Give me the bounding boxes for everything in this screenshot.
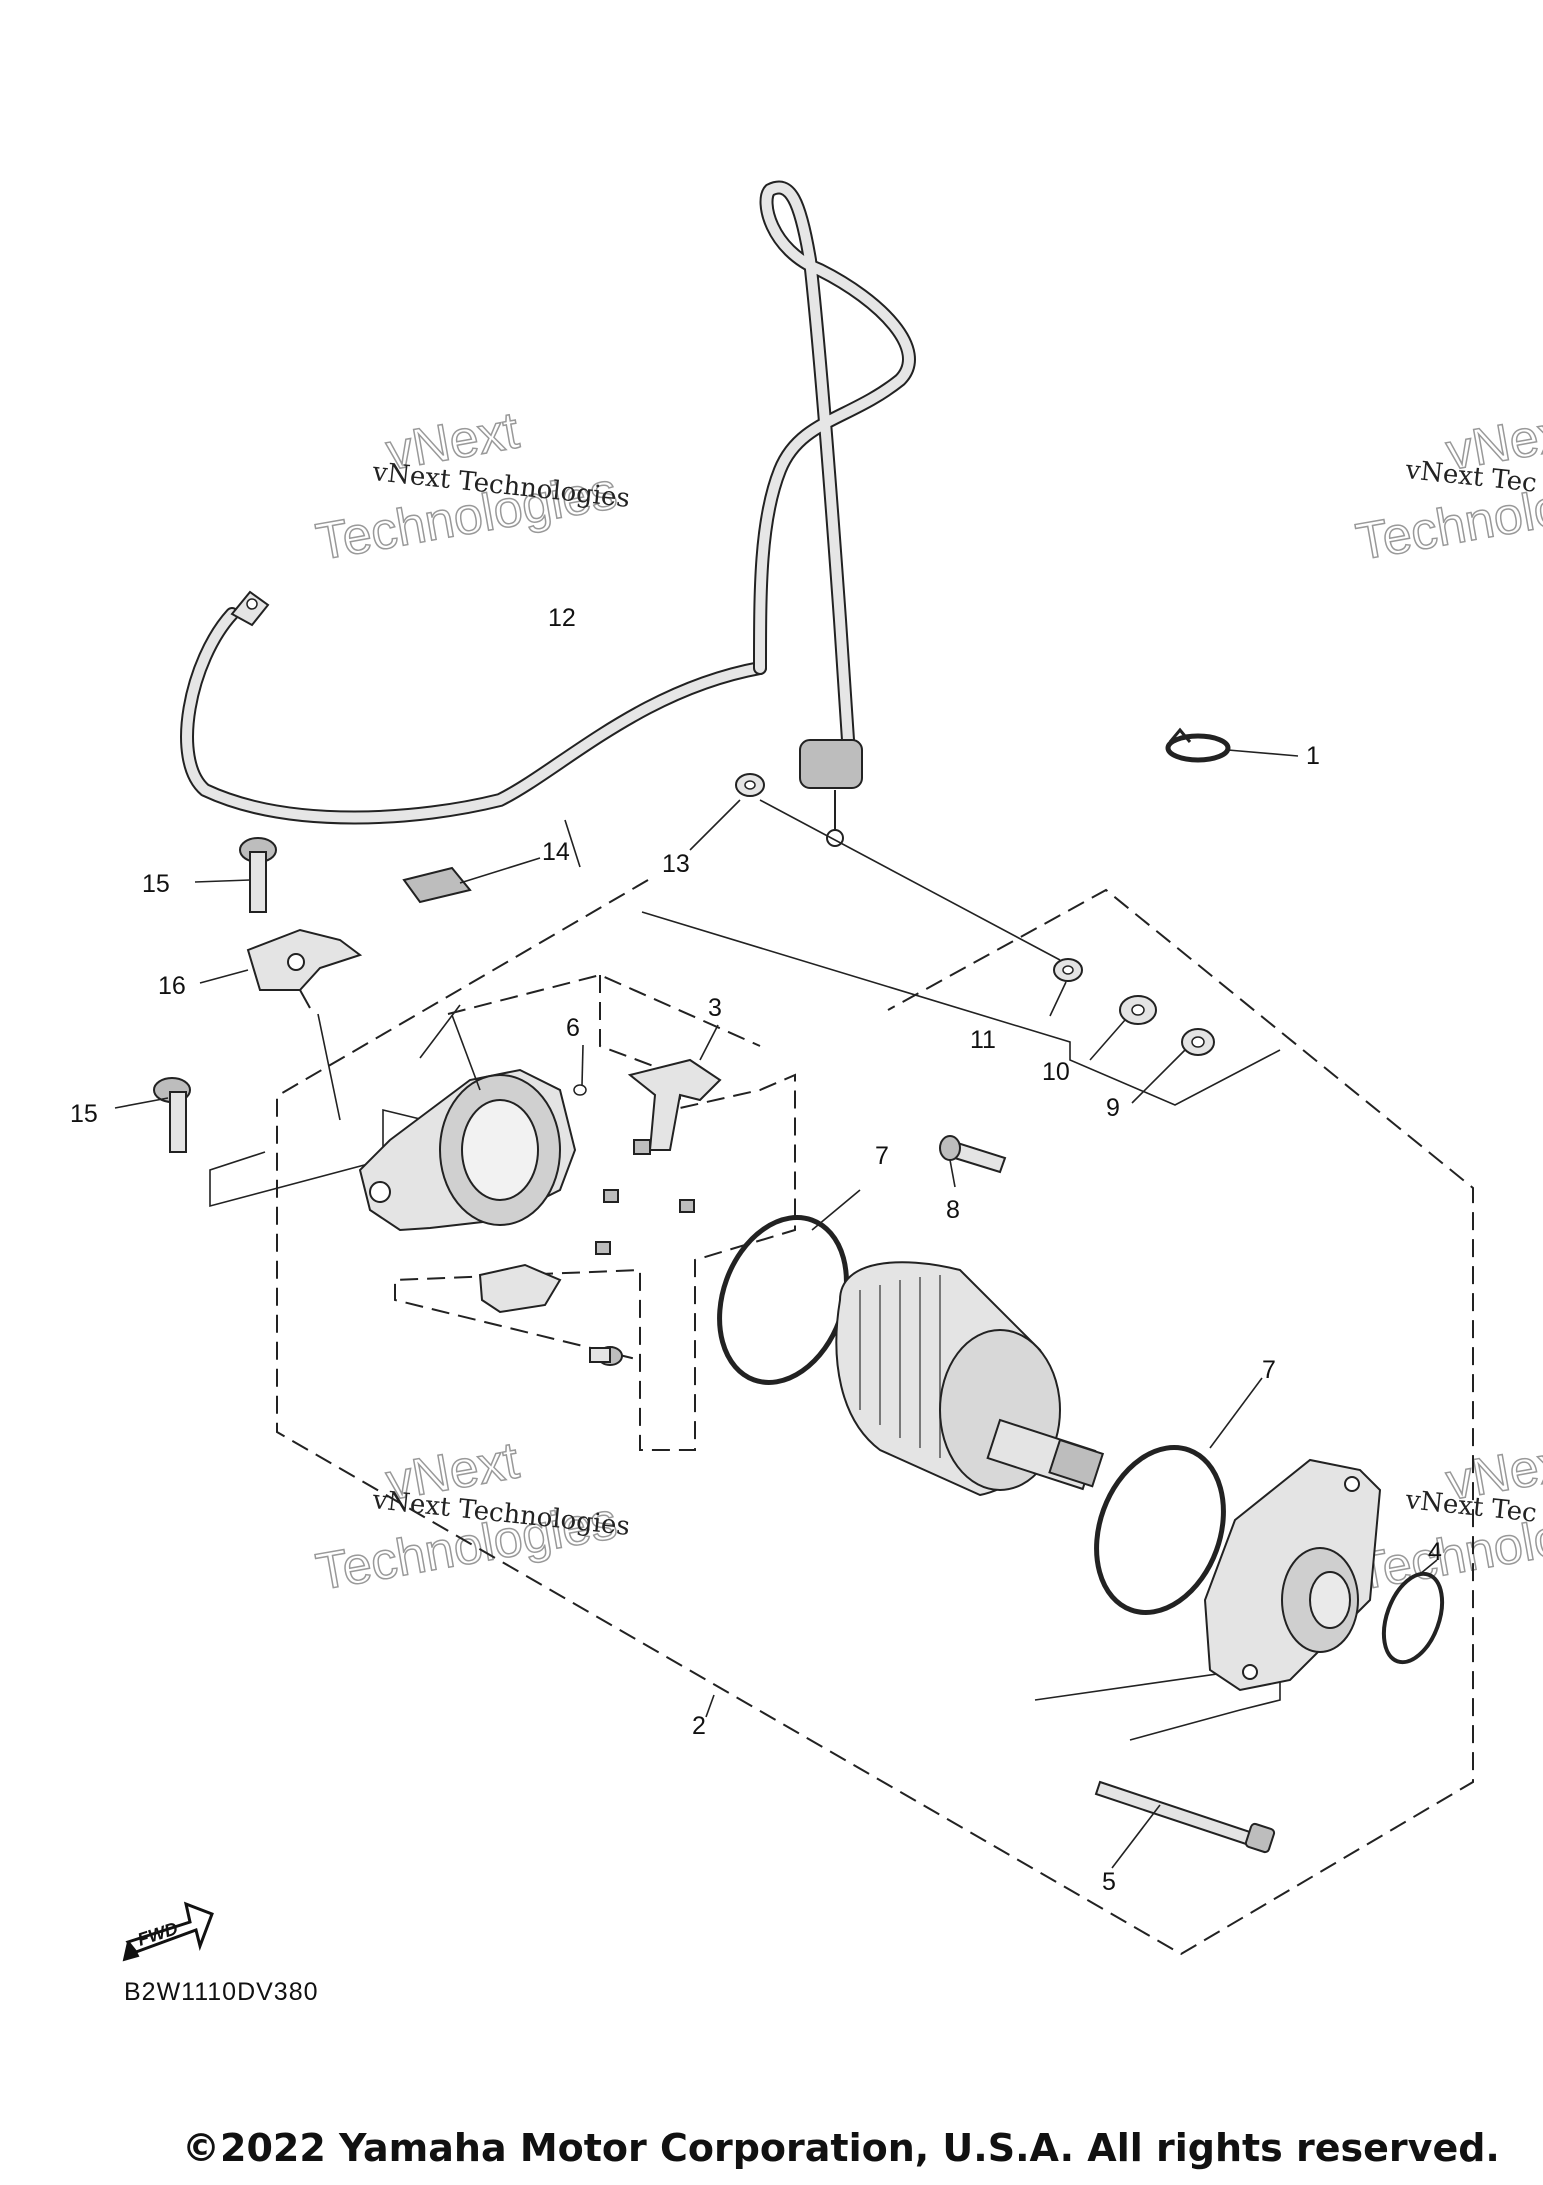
brush-parts-drawing [573, 1084, 695, 1255]
callout-2: 2 [692, 1712, 706, 1740]
front-cover-drawing [358, 1068, 577, 1232]
copyright-notice: ©2022 Yamaha Motor Corporation, U.S.A. A… [182, 2126, 1500, 2170]
diagram-code: B2W1110DV380 [124, 1978, 319, 2006]
callout-9: 9 [1106, 1094, 1120, 1122]
callout-12: 12 [548, 604, 576, 632]
washer-9-drawing [1181, 1028, 1215, 1056]
callout-7-front: 7 [875, 1142, 889, 1170]
callout-16: 16 [158, 972, 186, 1000]
clamp-drawing [1165, 727, 1231, 763]
bolt-8-drawing [939, 1135, 1007, 1174]
brush-holder-bottom-drawing [478, 1263, 623, 1366]
bolt-top-drawing [239, 837, 277, 913]
watermark-top-left: vNext Technologies vNext Technologies [311, 401, 631, 573]
callout-numbers: 1 2 3 4 5 6 7 7 8 9 10 11 12 13 14 15 15… [70, 604, 1442, 1896]
callout-10: 10 [1042, 1058, 1070, 1086]
callout-3: 3 [708, 994, 722, 1022]
watermark-bottom-left: vNext Technologies vNext Technologies [311, 1431, 631, 1603]
callout-13: 13 [662, 850, 690, 878]
callout-11: 11 [970, 1026, 996, 1054]
callout-4: 4 [1428, 1538, 1442, 1566]
o-ring-rear-drawing [1094, 1445, 1226, 1615]
pad-drawing [402, 866, 472, 904]
leader-lines [209, 799, 1281, 1741]
brush-holder-top-drawing [627, 1058, 722, 1151]
bolt-left-drawing [153, 1077, 191, 1153]
callout-1: 1 [1306, 742, 1320, 770]
callout-6: 6 [566, 1014, 580, 1042]
callout-15-left: 15 [70, 1100, 98, 1128]
callout-leaders [114, 749, 1438, 1869]
fwd-arrow-icon: FWD [122, 1901, 214, 1962]
armature-drawing [835, 1261, 1105, 1497]
callout-14: 14 [542, 838, 570, 866]
grommet-drawing [735, 773, 765, 797]
callout-8: 8 [946, 1196, 960, 1224]
washer-10-drawing [1119, 995, 1157, 1025]
callout-7-rear: 7 [1262, 1356, 1276, 1384]
bracket-drawing [246, 928, 363, 1009]
callout-5: 5 [1102, 1868, 1116, 1896]
callout-15-top: 15 [142, 870, 170, 898]
starter-cable-drawing [180, 180, 916, 847]
watermark-bottom-right: vNext Technolo vNext Tec [1351, 1431, 1543, 1603]
watermark-top-right: vNext Technolo vNext Tec [1351, 401, 1543, 573]
rear-cover-drawing [1203, 1458, 1382, 1692]
washer-11-drawing [1053, 958, 1083, 982]
through-bolt-drawing [1094, 1780, 1276, 1854]
o-ring-4-drawing [1381, 1571, 1445, 1665]
